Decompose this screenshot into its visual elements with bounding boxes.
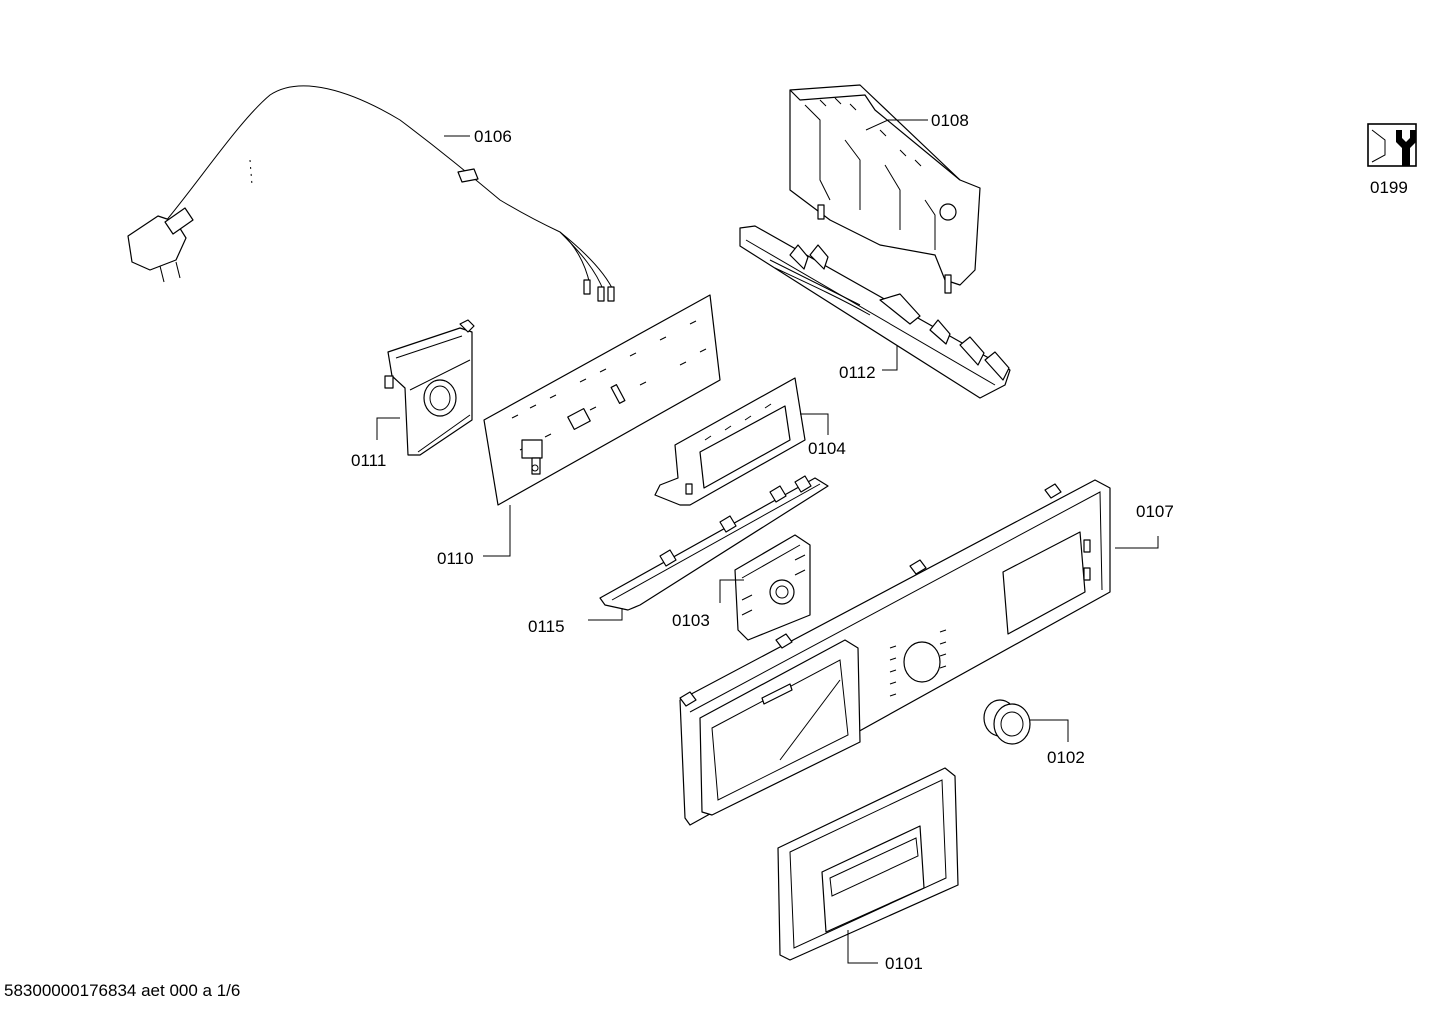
- label-0115-group: 0115: [528, 608, 623, 636]
- label-0104-group: 0104: [800, 413, 846, 458]
- selector-bracket-part: [734, 534, 811, 641]
- label-0104: 0104: [808, 439, 846, 458]
- display-frame-part: [654, 377, 806, 506]
- label-0199: 0199: [1370, 178, 1408, 197]
- power-cord-part: [127, 85, 615, 302]
- label-0108-group: 0108: [865, 111, 969, 131]
- label-0103: 0103: [672, 611, 710, 630]
- drawing-reference-footer: 58300000176834 aet 000 a 1/6: [4, 981, 241, 1000]
- label-0102: 0102: [1047, 748, 1085, 767]
- label-0115: 0115: [528, 617, 565, 636]
- label-0101-group: 0101: [847, 930, 923, 973]
- dispenser-handle-part: [777, 767, 959, 961]
- button-strip-part: [599, 475, 829, 611]
- label-0106: 0106: [474, 127, 512, 146]
- label-0112-group: 0112: [839, 345, 898, 382]
- knob-part: [983, 699, 1031, 745]
- label-0101: 0101: [885, 954, 923, 973]
- label-0110-group: 0110: [437, 505, 511, 568]
- label-0107-group: 0107: [1115, 502, 1174, 549]
- cable-holder-part: [739, 225, 1011, 399]
- label-0110: 0110: [437, 549, 474, 568]
- power-module-part: [789, 84, 981, 294]
- label-0103-group: 0103: [672, 579, 744, 630]
- label-0112: 0112: [839, 363, 876, 382]
- wrench-icon: [1371, 129, 1416, 166]
- control-pcb-part: [483, 294, 721, 506]
- label-0108: 0108: [931, 111, 969, 130]
- holder-part: [384, 319, 475, 456]
- label-0111-group: 0111: [351, 417, 400, 470]
- label-0106-group: 0106: [444, 127, 512, 146]
- label-0107: 0107: [1136, 502, 1174, 521]
- control-panel-fascia-part: [679, 479, 1111, 826]
- service-icon-group: 0199: [1367, 123, 1417, 197]
- label-0111: 0111: [351, 451, 386, 470]
- label-0102-group: 0102: [1030, 719, 1085, 767]
